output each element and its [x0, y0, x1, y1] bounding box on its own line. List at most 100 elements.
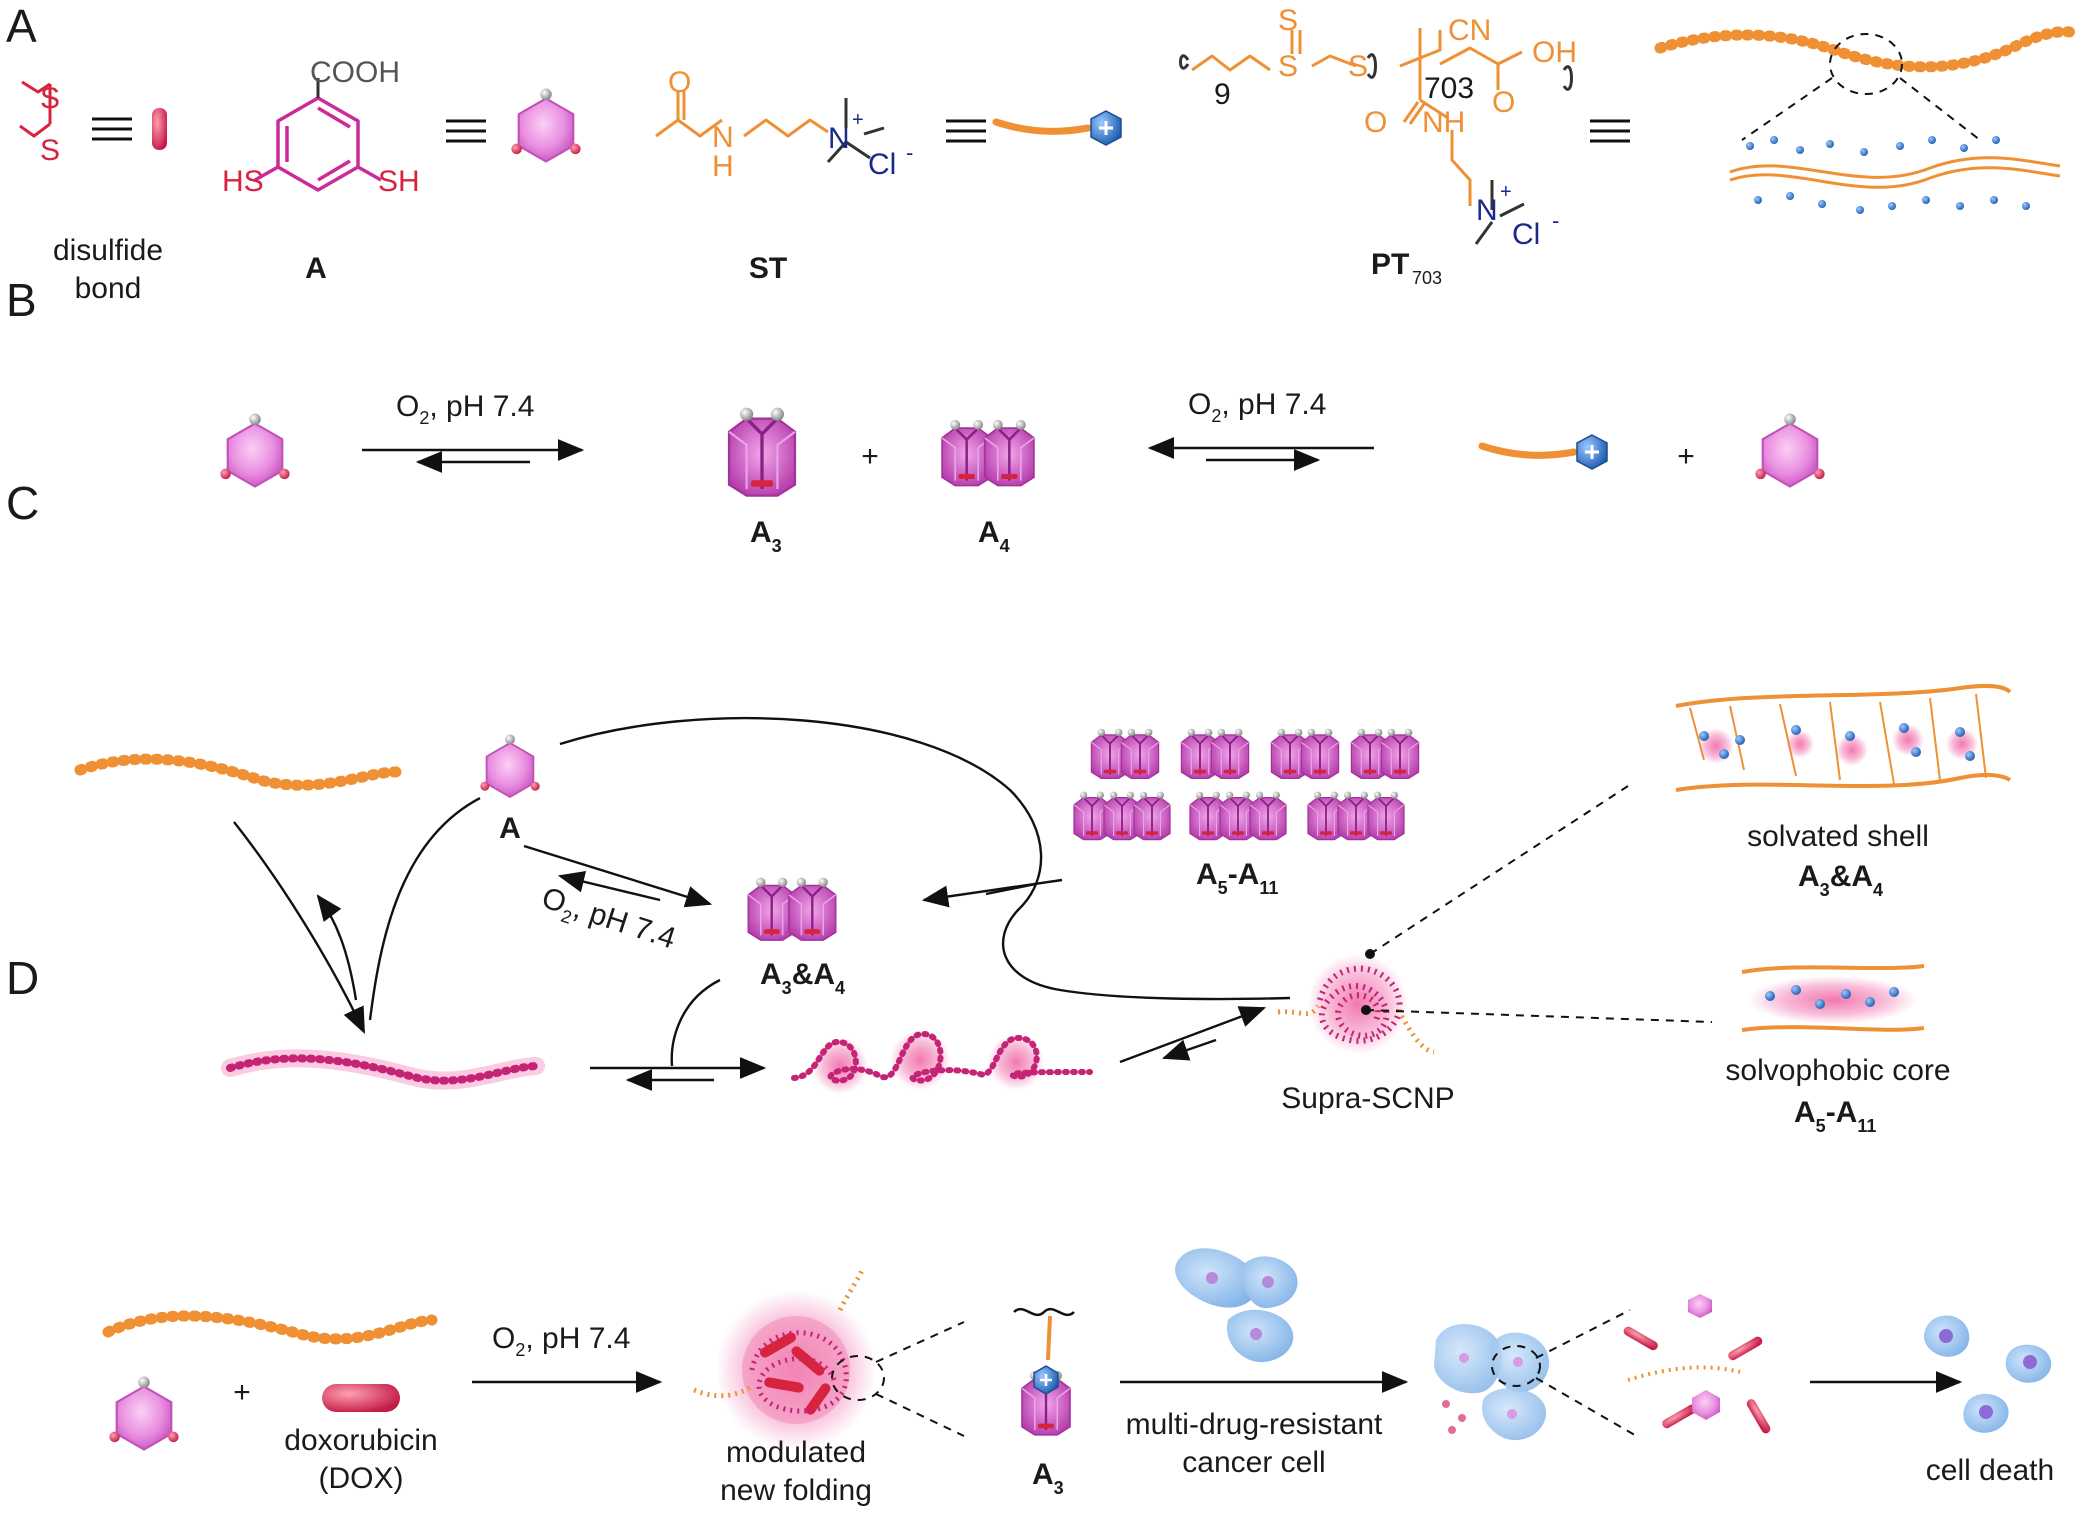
- solvophobic-core-illustration: [1741, 964, 1925, 1032]
- label-cell-death: cell death: [1926, 1454, 2054, 1487]
- atom-s-2: S: [40, 134, 60, 167]
- pointer-shell: [1369, 785, 1629, 955]
- atom-n-pt: N: [1476, 194, 1498, 227]
- bound-chain-c: [226, 1054, 540, 1085]
- equivalence-sign-2: [446, 119, 486, 143]
- label-a-c: A: [499, 812, 521, 845]
- zoom-lines-d2: [1535, 1309, 1641, 1439]
- condition-d: O2, pH 7.4: [492, 1322, 630, 1360]
- dead-cells-icon: [1923, 1315, 2052, 1433]
- atom-o-st: O: [668, 66, 691, 99]
- molecule-a-label: A: [305, 252, 327, 285]
- equilibrium-arrow-b-right: [1147, 437, 1374, 471]
- atom-charge-pt: +: [1500, 181, 1512, 203]
- monomer-b-right-icon: [1754, 412, 1826, 488]
- condition-c: O2, pH 7.4: [536, 881, 679, 960]
- zoom-circle: [1829, 33, 1903, 95]
- cage-a4-icon: [942, 420, 1034, 486]
- label-a4-b: A4: [978, 516, 1010, 556]
- equivalence-sign-1: [92, 117, 132, 141]
- plus-b-2: +: [1677, 440, 1695, 473]
- atom-nplus-st: N: [828, 122, 850, 155]
- label-fold-line1: modulated: [726, 1436, 866, 1469]
- zoom-circle-d: [831, 1355, 885, 1401]
- folded-nanoparticle-dox: [693, 1269, 885, 1450]
- label-dox-line1: doxorubicin: [284, 1424, 437, 1457]
- atom-s-1: S: [40, 82, 60, 115]
- treated-cells-icon: [1434, 1324, 1550, 1441]
- molecule-st-label: ST: [749, 252, 787, 285]
- reaction-arrows-c: [233, 716, 1291, 1091]
- label-fold-line2: new folding: [720, 1474, 872, 1507]
- label-core-a5a11: A5-A11: [1794, 1096, 1876, 1136]
- atom-hs: HS: [222, 165, 264, 198]
- polymer-pt-label: PT: [1371, 248, 1409, 281]
- atom-nh-pt: NH: [1422, 106, 1465, 139]
- atom-cl-pt: Cl: [1512, 218, 1540, 251]
- atom-cl-st: Cl: [868, 148, 896, 181]
- disulfide-icon: [152, 108, 167, 150]
- atom-charge-st: +: [852, 109, 864, 131]
- label-a3a4-c: A3&A4: [760, 958, 845, 998]
- label-shell-a3a4: A3&A4: [1798, 860, 1883, 900]
- zoom-circle-d2: [1491, 1345, 1541, 1387]
- panel-label-d: D: [6, 952, 39, 1004]
- label-a5a11-c: A5-A11: [1196, 858, 1278, 898]
- equivalence-sign-3: [946, 119, 986, 143]
- disulfide-label-line1: disulfide: [53, 234, 163, 267]
- panel-label-a: A: [6, 0, 37, 52]
- label-solvophobic-core: solvophobic core: [1725, 1054, 1950, 1087]
- pointer-core: [1365, 1009, 1713, 1023]
- atom-n-st: N: [712, 121, 734, 154]
- plus-d: +: [233, 1376, 251, 1409]
- equivalence-sign-4: [1590, 119, 1630, 143]
- repeat-703: 703: [1424, 72, 1474, 105]
- doxorubicin-icon: [322, 1384, 400, 1412]
- disulfide-structure: S S: [19, 80, 60, 167]
- plus-b-1: +: [861, 440, 879, 473]
- label-supra-scnp: Supra-SCNP: [1281, 1082, 1454, 1115]
- polymer-chain-c: [74, 753, 406, 791]
- atom-o-pt-2: O: [1364, 106, 1387, 139]
- label-mdr-line2: cancer cell: [1182, 1446, 1325, 1479]
- label-a3-b: A3: [750, 516, 782, 556]
- cage-a3a4-c-icon: [748, 878, 835, 940]
- atom-s-pt-1: S: [1278, 50, 1298, 83]
- cancer-cells-icon: [1175, 1248, 1298, 1363]
- equilibrium-arrow-b-left: [362, 439, 585, 473]
- molecule-st-structure: O N H N + Cl -: [655, 66, 913, 183]
- st-cation-b-icon: [1482, 435, 1607, 469]
- atom-oh: OH: [1532, 36, 1577, 69]
- atom-o-pt-1: O: [1492, 86, 1515, 119]
- disulfide-label-line2: bond: [75, 272, 142, 305]
- polymer-pt-label-sub: 703: [1412, 268, 1442, 288]
- atom-cn: CN: [1448, 14, 1491, 47]
- macrocycles-a5-a11: [1073, 727, 1420, 841]
- atom-cl-charge-pt: -: [1552, 208, 1559, 233]
- repeat-9: 9: [1214, 78, 1231, 111]
- a3-cation-complex: [1013, 1307, 1075, 1437]
- supra-scnp-globule: [1277, 949, 1435, 1055]
- label-solvated-shell: solvated shell: [1747, 820, 1929, 853]
- st-chain-cation-icon: [996, 111, 1121, 145]
- released-payload-icon: [1623, 1294, 1771, 1434]
- zoom-lines-d: [875, 1321, 965, 1437]
- panel-label-c: C: [6, 477, 39, 529]
- monomer-b-left-icon: [219, 412, 291, 488]
- atom-s-pt-2: S: [1278, 4, 1298, 37]
- partially-folded-chain: [791, 1030, 1093, 1094]
- label-dox-line2: (DOX): [319, 1462, 404, 1495]
- atom-cooh: COOH: [310, 56, 400, 89]
- monomer-c-icon: [479, 733, 541, 798]
- polymer-chain-illustration: [1654, 26, 2084, 214]
- atom-s-pt-3: S: [1348, 50, 1368, 83]
- condition-b-left: O2, pH 7.4: [396, 390, 534, 428]
- polymer-chain-d: [102, 1310, 438, 1345]
- monomer-hexagon-icon: [510, 87, 582, 163]
- panel-label-b: B: [6, 274, 37, 326]
- cage-a3-icon: [727, 405, 797, 498]
- label-a3-d: A3: [1032, 1458, 1064, 1498]
- atom-sh: SH: [378, 165, 420, 198]
- atom-cl-charge-st: -: [906, 140, 913, 165]
